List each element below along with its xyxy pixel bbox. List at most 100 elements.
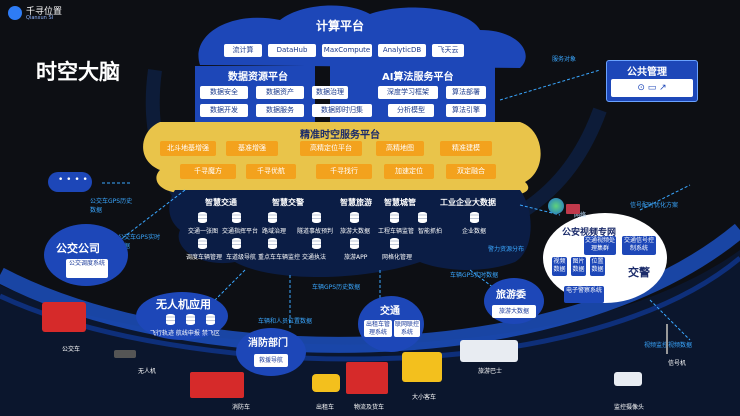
database-icon [186, 314, 195, 325]
bus-company-sub: 公交调度系统 [66, 259, 108, 278]
public-mgmt-box: 公共管理 ⊙ ▭ ↗ [606, 60, 698, 102]
logo-name-en: Qianxun SI [26, 15, 54, 21]
data-platform-item: 数据即时归集 [312, 104, 372, 117]
truck-icon [346, 362, 388, 394]
precise-item: 北斗地基增强 [160, 141, 216, 156]
signal-control-system: 交通信号控制系统 [622, 236, 656, 255]
tourbus-label: 旅游巴士 [478, 368, 503, 375]
smart-item: 旅游APP [344, 254, 368, 261]
smart-item: 网格化管理 [382, 254, 413, 261]
database-icon [312, 238, 321, 249]
database-icon [418, 212, 427, 223]
data-platform-item: 数据安全 [200, 86, 248, 99]
smart-item: 工程车辆监管 [378, 228, 415, 235]
transport-item: 出租车管理系统 [364, 320, 392, 337]
camera-label: 监控摄像头 [614, 404, 645, 411]
database-icon [232, 238, 241, 249]
taxi-label: 出租车 [316, 404, 335, 411]
uav-sub: 飞行轨迹 航线申报 禁飞区 [150, 330, 220, 337]
network-label: 网络 [574, 212, 587, 219]
camera-data-label: 视频监控视频数据 [644, 342, 693, 349]
data-platform-item: 数据治理 [312, 86, 348, 99]
ai-platform-item: 算法引擎 [446, 104, 486, 117]
database-icon [268, 212, 277, 223]
precise-item: 千寻优航 [246, 164, 296, 179]
precise-item: 高精定位平台 [300, 141, 362, 156]
e-police-system: 电子警察系统 [564, 286, 604, 303]
database-icon [198, 238, 207, 249]
smart-header: 智慧交通 [205, 198, 237, 207]
database-icon [350, 212, 359, 223]
firetruck-icon [190, 372, 244, 398]
precise-item: 基准增强 [226, 141, 278, 156]
tourbus-icon [460, 340, 518, 362]
public-security-item: 图片数据 [571, 257, 586, 276]
signal-light-icon [666, 324, 668, 354]
car-gps-live-label: 车辆GPS实时数据 [450, 272, 499, 279]
database-icon [268, 238, 277, 249]
camera-icon [614, 372, 642, 386]
database-icon [470, 212, 479, 223]
ai-platform-item: 分析模型 [388, 104, 434, 117]
database-icon [206, 314, 215, 325]
compute-item: 飞天云 [432, 44, 464, 57]
drone-pos-label: 车辆和人员位置数据 [258, 318, 313, 325]
database-icon [232, 212, 241, 223]
bus-gps-history-label: 公交车GPS历史数据 [90, 198, 133, 214]
precise-item: 千寻魔方 [180, 164, 236, 179]
compute-item: MaxCompute [322, 44, 372, 57]
signal-label: 信号配时优化方案 [630, 202, 679, 209]
compute-item: AnalyticDB [378, 44, 426, 57]
data-platform-item: 数据开发 [200, 104, 248, 117]
database-icon [390, 212, 399, 223]
page-title: 时空大脑 [36, 60, 120, 84]
coach-icon [402, 352, 442, 382]
ai-platform-title: AI算法服务平台 [382, 72, 454, 83]
precise-item: 双定融合 [446, 164, 496, 179]
coach-label: 大小客车 [412, 394, 437, 401]
precise-item: 加速定位 [384, 164, 434, 179]
transport-title: 交通 [380, 306, 400, 317]
smart-header: 智慧交警 [272, 198, 304, 207]
data-platform-title: 数据资源平台 [228, 72, 288, 83]
car-gps-history-label: 车辆GPS历史数据 [312, 284, 361, 291]
drone-label: 无人机 [138, 368, 157, 375]
fire-blob [236, 328, 306, 376]
traffic-video-cluster: 交通视频处理集群 [584, 236, 616, 255]
taxi-icon [312, 374, 340, 392]
database-icon [166, 314, 175, 325]
data-platform-item: 数据服务 [256, 104, 304, 117]
drone-icon [114, 350, 136, 358]
public-security-title: 公安视频专网 [562, 228, 617, 238]
precise-platform-title: 精准时空服务平台 [300, 130, 380, 141]
signal-light-label: 信号机 [668, 360, 687, 367]
bus-icon [42, 302, 86, 332]
smart-item: 交通一张图 [188, 228, 219, 235]
logo-name-cn: 千寻位置 [26, 7, 63, 17]
more-bubble [48, 172, 92, 192]
smart-item: 旅游大数据 [340, 228, 371, 235]
fire-sub: 救援导航 [254, 354, 288, 367]
smart-item: 交通指挥平台 [222, 228, 259, 235]
database-icon [390, 238, 399, 249]
smart-item: 交通执法 [302, 254, 327, 261]
tourism-sub: 旅游大数据 [492, 305, 536, 318]
compute-item: 流计算 [224, 44, 262, 57]
database-icon [198, 212, 207, 223]
compute-item: DataHub [268, 44, 316, 57]
public-mgmt-icons: ⊙ ▭ ↗ [611, 79, 693, 97]
more-dots: • • • • [58, 175, 88, 185]
ai-platform-item: 算法部署 [446, 86, 486, 99]
public-security-item: 位置数据 [590, 257, 605, 276]
database-icon [312, 212, 321, 223]
smart-item: 隧道事故预判 [297, 228, 334, 235]
public-mgmt-title: 公共管理 [627, 67, 667, 78]
smart-header: 工业企业大数据 [440, 198, 496, 207]
smart-header: 智慧旅游 [340, 198, 372, 207]
database-icon [350, 238, 359, 249]
smart-item: 重点车车辆监控 [258, 254, 301, 261]
public-security-item: 视频数据 [552, 257, 567, 276]
uav-title: 无人机应用 [156, 298, 211, 311]
bus-company-title: 公交公司 [56, 242, 100, 255]
smart-item: 智能抓拍 [418, 228, 443, 235]
